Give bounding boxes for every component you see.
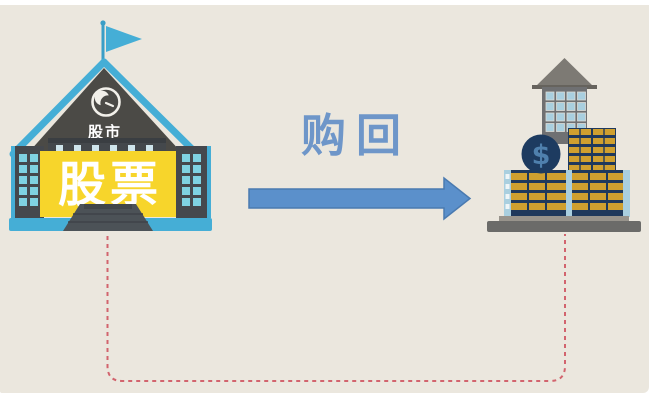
steps bbox=[63, 204, 153, 231]
buyback-arrow-icon bbox=[248, 176, 472, 221]
company-roof bbox=[532, 58, 597, 89]
company-building: $ bbox=[487, 58, 641, 232]
coin-block-lower bbox=[504, 170, 630, 217]
left-wing bbox=[11, 146, 44, 218]
banner-text: 股票 bbox=[58, 157, 162, 213]
left-wing-windows bbox=[19, 154, 38, 206]
tower-windows bbox=[545, 91, 586, 132]
flag-icon bbox=[100, 20, 142, 66]
banner: 股票 bbox=[40, 151, 176, 217]
stock-exchange-building: 股市 bbox=[9, 20, 212, 231]
dashed-connector bbox=[106, 234, 566, 382]
clock-icon bbox=[91, 87, 121, 117]
roof-trim bbox=[9, 58, 201, 158]
base-platform bbox=[487, 216, 641, 232]
stock-market-sign: 股市 bbox=[88, 123, 122, 141]
dollar-symbol: $ bbox=[532, 140, 551, 171]
right-wing-windows bbox=[182, 154, 201, 206]
company-tower bbox=[542, 87, 587, 144]
dollar-coin-icon: $ bbox=[521, 134, 561, 174]
ledge bbox=[48, 138, 166, 154]
buyback-label: 购回 bbox=[301, 109, 411, 162]
right-wing bbox=[176, 146, 211, 218]
coin-stack-upper bbox=[568, 128, 616, 174]
roof-gable bbox=[29, 68, 181, 152]
